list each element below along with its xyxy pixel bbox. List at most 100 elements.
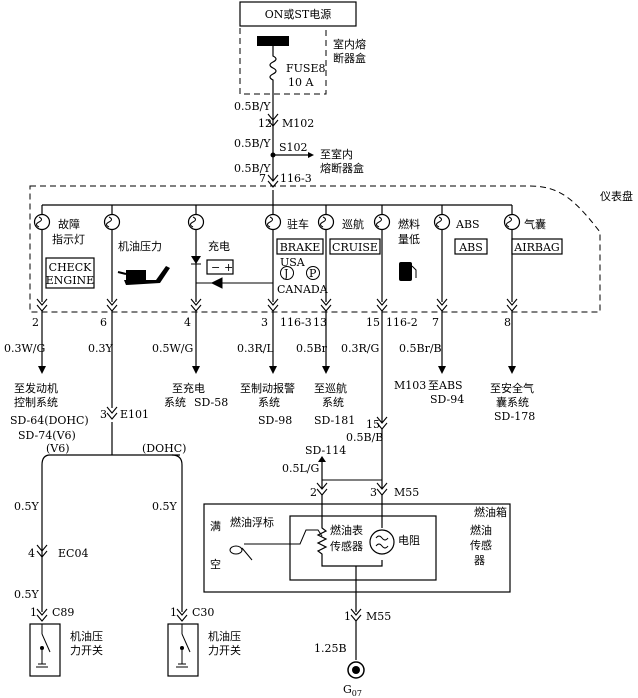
engine-label: ENGINE — [46, 274, 94, 287]
fuse-box-label-1: 室内熔 — [333, 37, 366, 51]
ref-charge: SD-58 — [194, 396, 228, 409]
ref-cruise: SD-181 — [314, 414, 355, 427]
oil-switch-1-label-b: 力开关 — [70, 643, 103, 657]
ref-engine-dohc: SD-64(DOHC) — [10, 414, 89, 427]
to-fuse-arrow — [308, 152, 314, 158]
gauge-label-b: 传感器 — [330, 540, 363, 553]
branch-v6: (V6) — [46, 442, 70, 455]
ref-engine-v6: SD-74(V6) — [18, 429, 76, 442]
wire-label-6: 0.3R/G — [341, 342, 379, 355]
indicator-name-1b: 指示灯 — [52, 232, 85, 246]
svg-text:−: − — [211, 261, 220, 274]
e101-pin: 3 — [100, 408, 107, 421]
fuel-ref: SD-114 — [305, 444, 346, 457]
dest-cruise-2: 系统 — [322, 396, 344, 409]
dest-abs: 至ABS — [428, 379, 463, 392]
pin-label-13: 13 — [313, 316, 327, 329]
indicator-name-6a: 燃料 — [398, 217, 420, 231]
brake-canada: CANADA — [277, 283, 329, 296]
brake-p: P — [309, 267, 317, 280]
float-arm — [244, 529, 323, 545]
indicator-name-7: ABS — [455, 218, 480, 231]
oil-branch-left — [41, 454, 51, 580]
dest-airbag-2: 囊系统 — [496, 395, 529, 409]
ground-icon-core — [352, 666, 360, 674]
resistor-label: 电阻 — [398, 534, 420, 547]
cluster-conn: 116-3 — [280, 172, 312, 185]
sender-label-c: 器 — [474, 554, 485, 567]
brake-usa: USA — [280, 256, 306, 269]
indicator-check-engine: 故障 指示灯 CHECK ENGINE — [33, 205, 95, 302]
indicator-name-8: 气囊 — [524, 217, 546, 231]
power-source-box — [239, 1, 357, 27]
float-rod — [241, 547, 253, 561]
svg-text:+: + — [224, 261, 233, 274]
indicator-name-1: 故障 — [58, 217, 80, 231]
ref-brake: SD-98 — [258, 414, 292, 427]
fuel-pin-15: 15 — [366, 418, 380, 431]
pin-label-7: 7 — [432, 316, 439, 329]
wire-label-4: 0.3R/L — [237, 342, 274, 355]
ec04-pin: 4 — [28, 547, 35, 560]
branch-dohc: (DOHC) — [142, 442, 186, 455]
dest-charge-2: 系统 — [164, 396, 186, 409]
brake-j: J — [283, 267, 288, 280]
fuel-ref-arrow — [318, 456, 326, 462]
cruise-badge: CRUISE — [332, 241, 378, 254]
fuse-name: FUSE8 — [286, 62, 325, 75]
dest-charge-1: 至充电 — [172, 381, 205, 395]
splice-label: S102 — [279, 141, 308, 154]
gnd-wire-label: 1.25B — [314, 642, 347, 655]
oil-wire-left-2: 0.5Y — [14, 588, 39, 601]
e101-label: E101 — [120, 408, 149, 421]
c30-pin: 1 — [170, 606, 177, 619]
cluster-pin: 7 — [259, 172, 266, 185]
m102-label: M102 — [282, 117, 314, 130]
dest-cruise-1: 至巡航 — [314, 381, 347, 395]
oil-switch-2 — [167, 623, 199, 677]
tank-pin-b: 3 — [370, 486, 377, 499]
fuse-rating: 10 A — [288, 76, 314, 89]
fuse-symbol — [269, 46, 277, 100]
indicator-name-4: 驻车 — [287, 217, 309, 231]
conn-label-116-3: 116-3 — [280, 316, 312, 329]
indicator-name-3: 充电 — [208, 239, 230, 253]
c30-label: C30 — [192, 606, 214, 619]
cluster-outline — [29, 185, 601, 313]
gnd-pin: 1 — [344, 610, 351, 623]
indicator-charging: 充电 −+ — [187, 205, 273, 302]
conn-label-116-2: 116-2 — [386, 316, 418, 329]
pin-label-8: 8 — [504, 316, 511, 329]
oil-wire-right: 0.5Y — [152, 500, 177, 513]
battery-icon: −+ — [206, 259, 234, 275]
trunk-wire1-label: 0.5B/Y — [234, 100, 271, 113]
sender-label-a: 燃油 — [470, 523, 492, 537]
gnd-conn: M55 — [366, 610, 391, 623]
indicator-airbag: 气囊 AIRBAG — [503, 205, 563, 302]
to-fuse-label-1: 至室内 — [320, 147, 353, 161]
indicator-name-5: 巡航 — [342, 217, 364, 231]
oil-switch-1-label-a: 机油压 — [70, 629, 103, 643]
sender-resistor — [316, 495, 383, 567]
float-label: 燃油浮标 — [230, 515, 274, 529]
oil-switch-2-label-a: 机油压 — [208, 629, 241, 643]
fuse-box-label-2: 断器盒 — [333, 51, 366, 65]
gauge-label-a: 燃油表 — [330, 523, 363, 537]
sender-label-b: 传感 — [470, 539, 492, 552]
ref-airbag: SD-178 — [494, 410, 535, 423]
airbag-badge: AIRBAG — [513, 241, 559, 254]
full-label: 满 — [210, 520, 221, 533]
dest-engine-1: 至发动机 — [14, 381, 58, 395]
indicator-oil-pressure: 机油压力 — [103, 205, 170, 302]
trunk-wire2-label: 0.5B/Y — [234, 137, 271, 150]
indicator-brake: 驻车 BRAKE USA J P CANADA — [264, 205, 329, 302]
ec04-label: EC04 — [58, 547, 88, 560]
empty-label: 空 — [210, 557, 221, 571]
m102-pin: 12 — [258, 117, 272, 130]
oil-switch-2-label-b: 力开关 — [208, 643, 241, 657]
trunk-wire3-label: 0.5B/Y — [234, 162, 271, 175]
dest-brake-1: 至制动报警 — [240, 381, 295, 395]
pin-label-4: 4 — [184, 316, 191, 329]
fuel-wire-2: 0.5L/G — [282, 462, 319, 475]
